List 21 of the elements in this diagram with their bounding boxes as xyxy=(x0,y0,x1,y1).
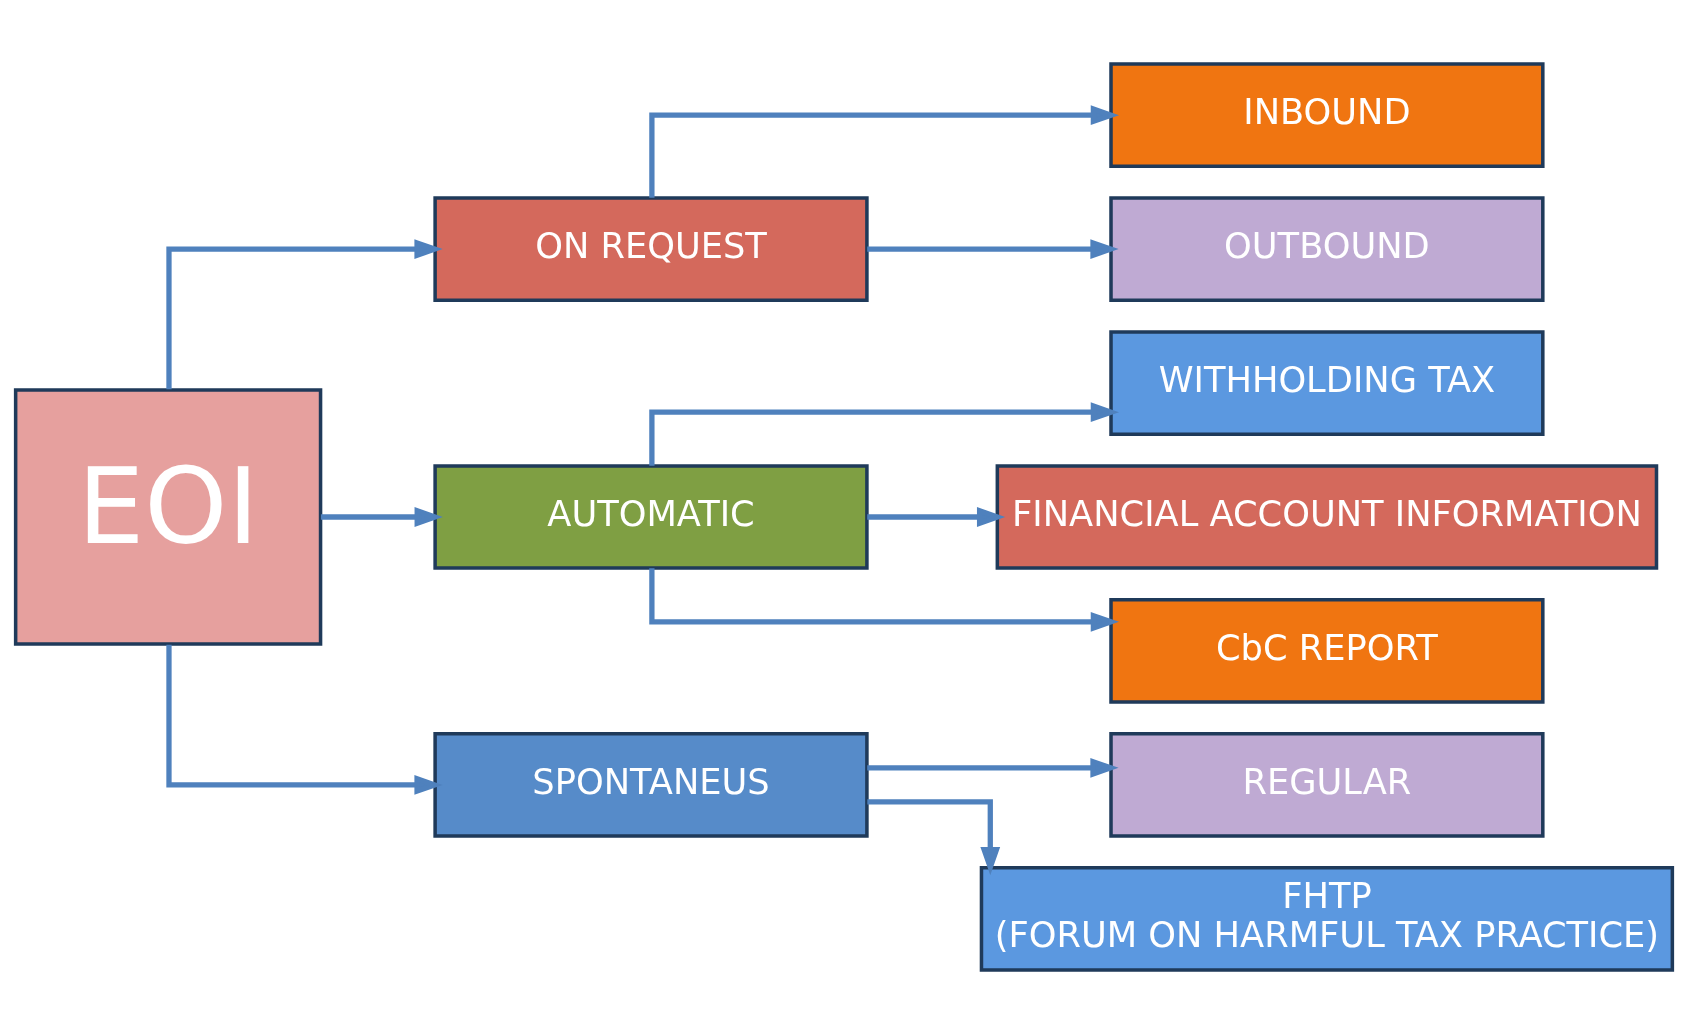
arrow xyxy=(166,644,443,795)
arrow xyxy=(867,239,1119,259)
node-box: CbC REPORT xyxy=(1109,598,1545,704)
node-box: ON REQUEST xyxy=(433,196,869,302)
arrow xyxy=(867,757,1119,778)
arrow xyxy=(166,239,443,390)
node-box: INBOUND xyxy=(1109,62,1545,169)
arrow xyxy=(867,507,1006,527)
node-box: WITHHOLDING TAX xyxy=(1109,330,1545,436)
node-box: OUTBOUND xyxy=(1109,196,1545,302)
node-box: FINANCIAL ACCOUNT INFORMATION xyxy=(995,464,1659,570)
arrow xyxy=(649,402,1119,466)
arrow xyxy=(649,568,1119,632)
node-box: FHTP (FORUM ON HARMFUL TAX PRACTICE) xyxy=(979,865,1675,972)
node-box: SPONTANEUS xyxy=(433,732,869,838)
arrow xyxy=(320,507,443,527)
node-box: REGULAR xyxy=(1109,732,1545,838)
arrow xyxy=(649,105,1119,198)
node-box: EOI xyxy=(13,388,323,646)
arrow xyxy=(867,799,1001,876)
node-box: AUTOMATIC xyxy=(433,464,869,570)
